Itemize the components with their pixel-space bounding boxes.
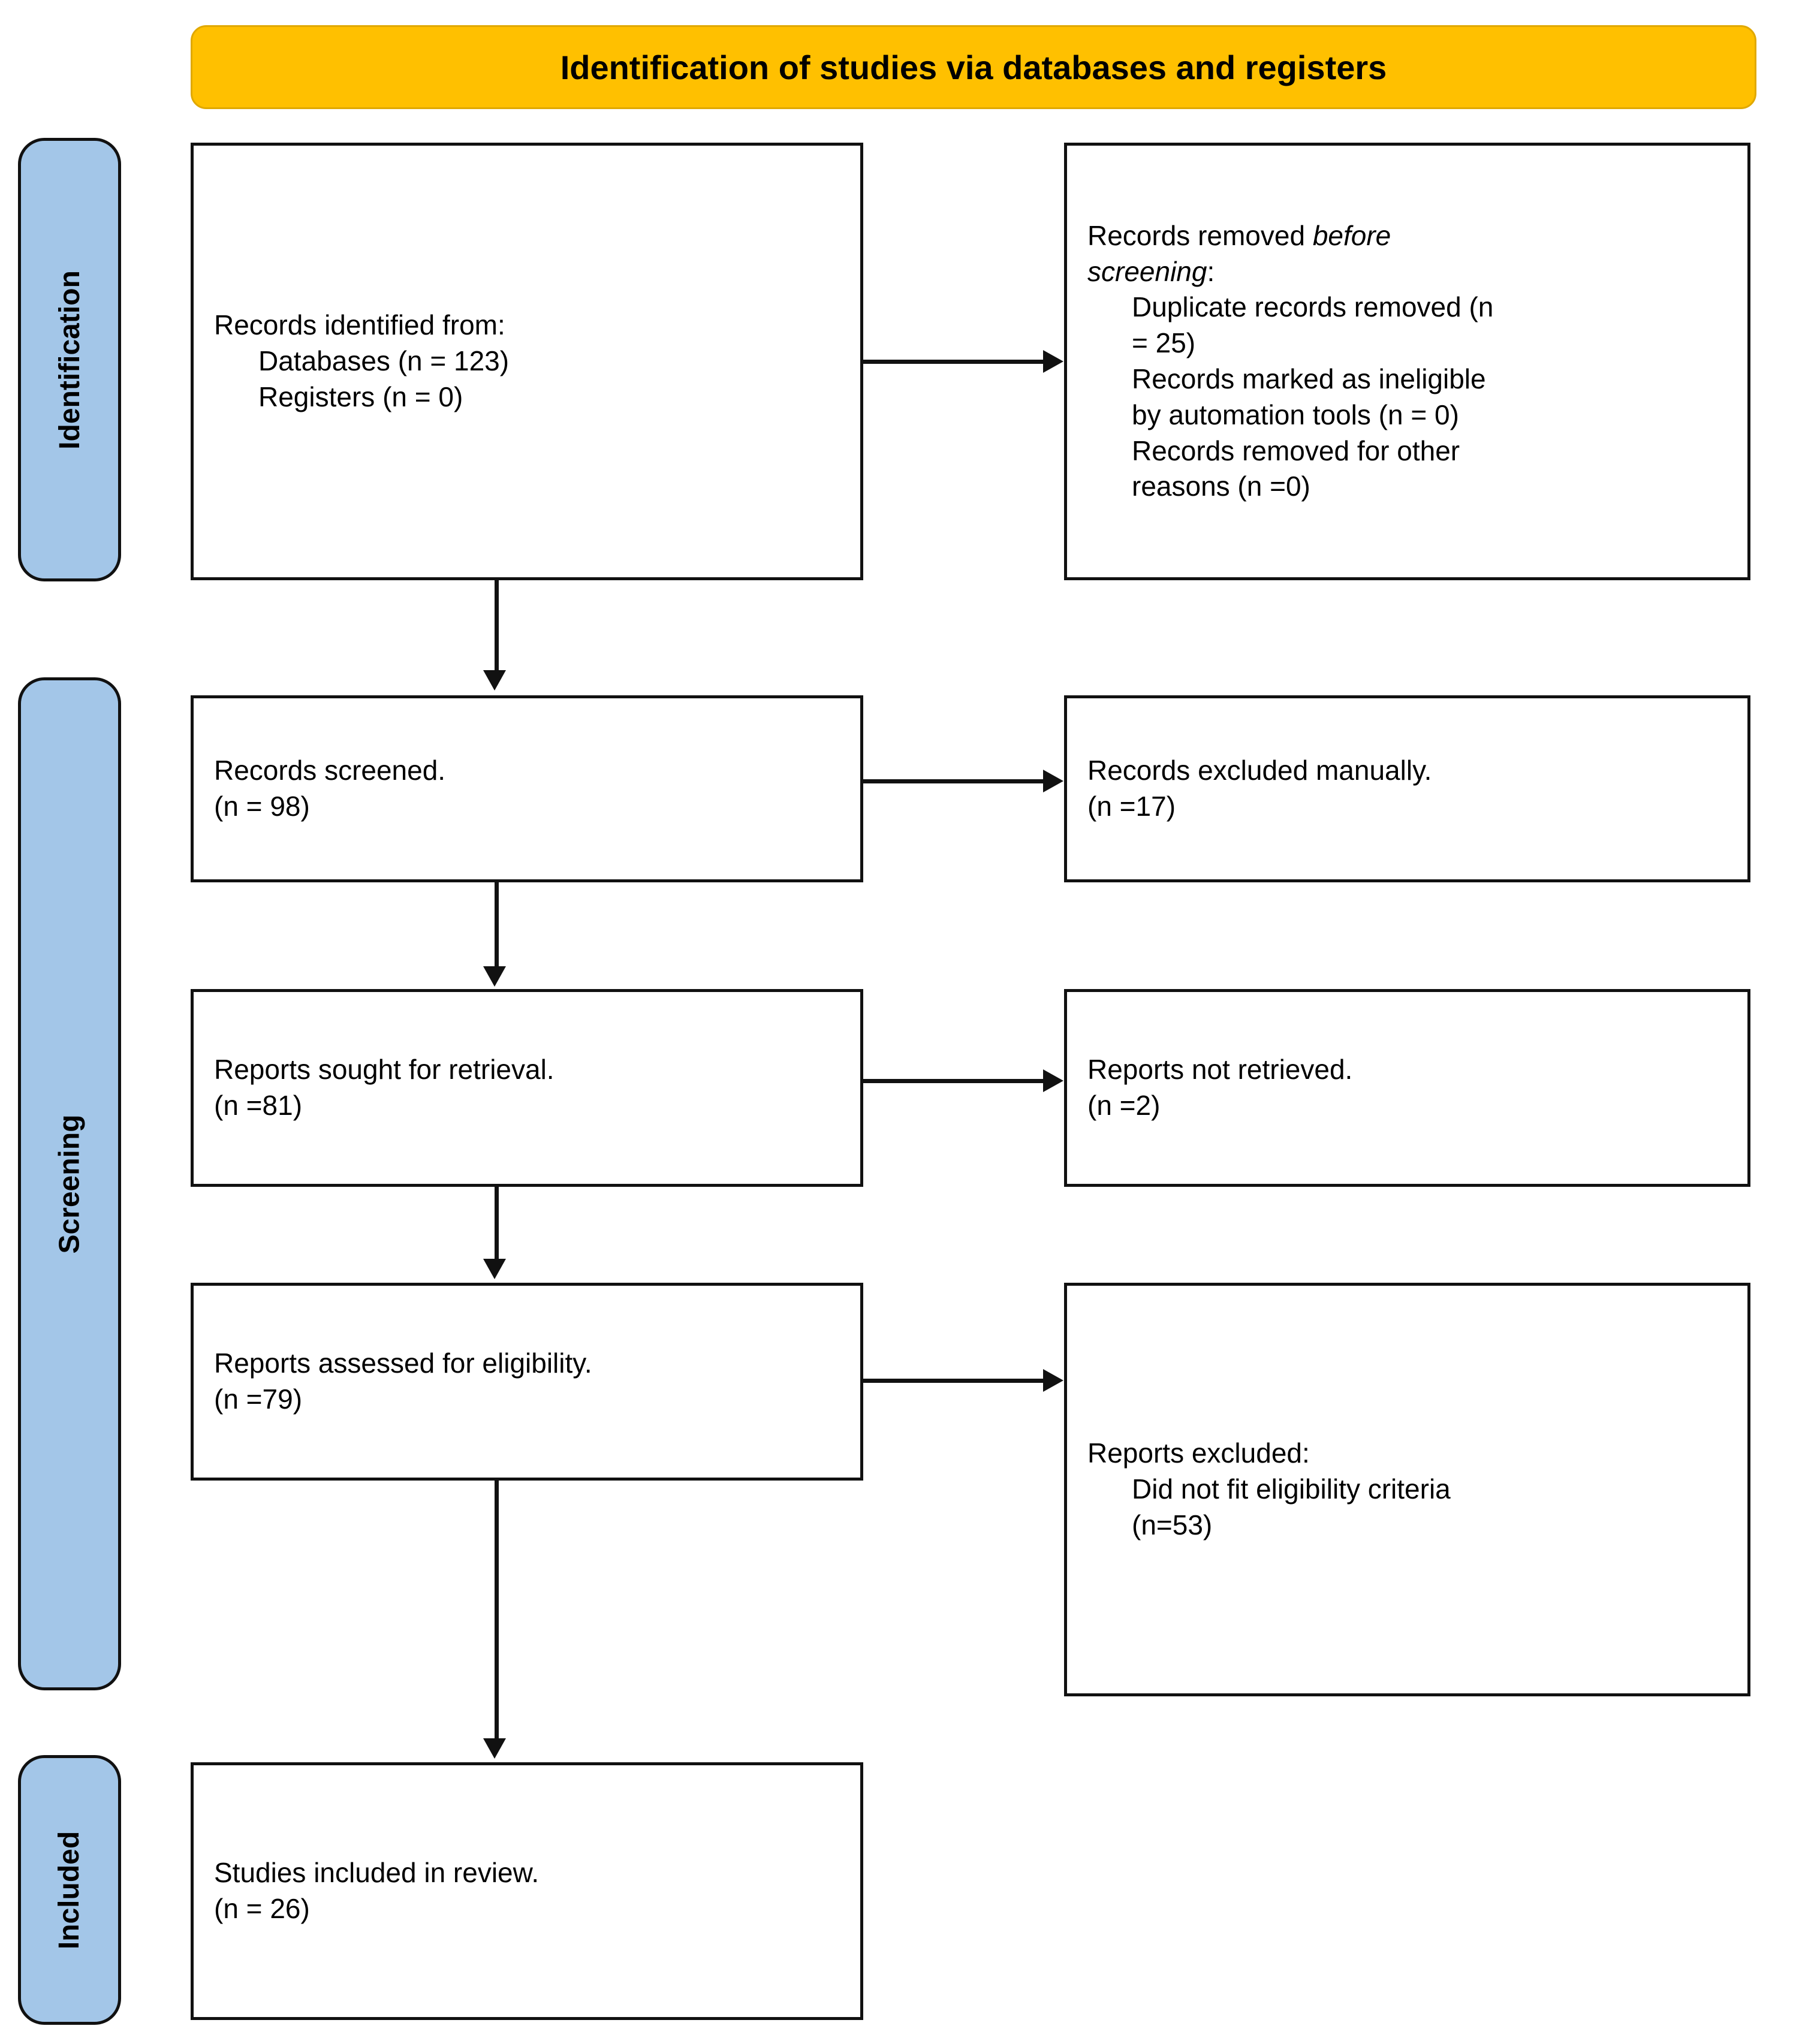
- box-studies-included-in-review: Studies included in review. (n = 26): [191, 1762, 863, 2020]
- records-removed-colon: :: [1207, 255, 1215, 287]
- reports-sought-line-2: (n =81): [214, 1090, 303, 1121]
- stage-label-identification: Identification: [18, 138, 121, 581]
- records-screened-line-1: Records screened.: [214, 755, 446, 786]
- records-removed-screening-emphasis: screening: [1087, 255, 1207, 287]
- connector-sought-to-not-retrieved: [863, 1079, 1043, 1083]
- box-records-identified: Records identified from: Databases (n = …: [191, 143, 863, 580]
- records-removed-before-emphasis: before: [1312, 219, 1391, 251]
- reports-excluded-line-1: Reports excluded:: [1087, 1437, 1310, 1469]
- reports-sought-line-1: Reports sought for retrieval.: [214, 1054, 555, 1086]
- box-records-removed-before-screening: Records removed before screening: Duplic…: [1064, 143, 1750, 580]
- arrowhead-right-icon-2: [1043, 770, 1063, 792]
- records-excluded-manually-line-1: Records excluded manually.: [1087, 755, 1432, 786]
- arrowhead-right-icon-4: [1043, 1369, 1063, 1392]
- records-removed-line-7: Records removed for other: [1132, 435, 1460, 466]
- records-removed-line-5: Records marked as ineligible: [1132, 363, 1486, 394]
- box-records-screened: Records screened. (n = 98): [191, 695, 863, 882]
- box-reports-excluded: Reports excluded: Did not fit eligibilit…: [1064, 1283, 1750, 1696]
- box-reports-assessed-for-eligibility: Reports assessed for eligibility. (n =79…: [191, 1283, 863, 1481]
- connector-sought-to-assessed: [495, 1187, 499, 1260]
- stage-label-included: Included: [18, 1755, 121, 2025]
- stage-label-identification-text: Identification: [53, 270, 86, 450]
- arrowhead-down-icon-1: [483, 670, 506, 691]
- connector-identified-to-removed: [863, 360, 1043, 364]
- connector-assessed-to-reports-excluded: [863, 1379, 1043, 1383]
- records-identified-line-3: Registers (n = 0): [258, 381, 463, 412]
- stage-label-screening: Screening: [18, 677, 121, 1690]
- records-removed-line-2: screening:: [1087, 254, 1727, 290]
- box-reports-sought-for-retrieval: Reports sought for retrieval. (n =81): [191, 989, 863, 1187]
- reports-assessed-line-2: (n =79): [214, 1383, 303, 1415]
- records-removed-line-1: Records removed before: [1087, 218, 1727, 254]
- arrowhead-down-icon-4: [483, 1738, 506, 1759]
- connector-assessed-to-included: [495, 1481, 499, 1739]
- box-reports-not-retrieved: Reports not retrieved. (n =2): [1064, 989, 1750, 1187]
- connector-screened-to-excluded-manually: [863, 779, 1043, 783]
- diagram-header-banner: Identification of studies via databases …: [191, 25, 1756, 109]
- connector-screened-to-sought: [495, 882, 499, 967]
- diagram-title: Identification of studies via databases …: [560, 48, 1387, 86]
- records-identified-line-2: Databases (n = 123): [258, 345, 510, 377]
- records-removed-line-4: = 25): [1132, 327, 1196, 359]
- reports-excluded-line-2: Did not fit eligibility criteria: [1132, 1473, 1451, 1505]
- connector-identified-to-screened: [495, 580, 499, 671]
- studies-included-line-2: (n = 26): [214, 1893, 310, 1924]
- arrowhead-right-icon-1: [1043, 350, 1063, 373]
- studies-included-line-1: Studies included in review.: [214, 1857, 540, 1889]
- records-excluded-manually-line-2: (n =17): [1087, 791, 1176, 822]
- arrowhead-down-icon-3: [483, 1259, 506, 1279]
- stage-label-included-text: Included: [53, 1831, 86, 1949]
- box-records-excluded-manually: Records excluded manually. (n =17): [1064, 695, 1750, 882]
- records-removed-prefix: Records removed: [1087, 219, 1313, 251]
- arrowhead-right-icon-3: [1043, 1069, 1063, 1092]
- reports-excluded-line-3: (n=53): [1132, 1509, 1213, 1540]
- stage-label-screening-text: Screening: [53, 1114, 86, 1254]
- records-removed-line-3: Duplicate records removed (n: [1132, 291, 1494, 323]
- reports-not-retrieved-line-1: Reports not retrieved.: [1087, 1054, 1353, 1086]
- reports-assessed-line-1: Reports assessed for eligibility.: [214, 1347, 592, 1379]
- arrowhead-down-icon-2: [483, 966, 506, 987]
- records-screened-line-2: (n = 98): [214, 791, 310, 822]
- records-identified-line-1: Records identified from:: [214, 309, 505, 341]
- records-removed-line-6: by automation tools (n = 0): [1132, 399, 1459, 430]
- reports-not-retrieved-line-2: (n =2): [1087, 1090, 1161, 1121]
- records-removed-line-8: reasons (n =0): [1132, 471, 1310, 502]
